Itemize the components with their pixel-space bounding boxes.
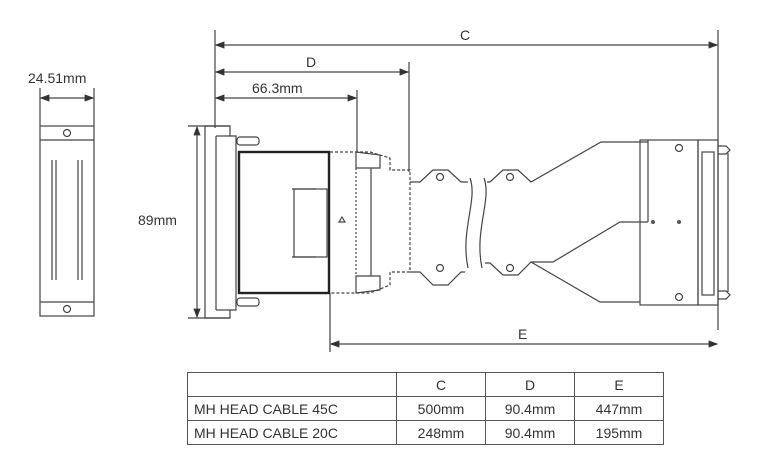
table-header-row: C D E (187, 372, 664, 397)
head-connector (204, 125, 411, 319)
table-row: MH HEAD CABLE 45C 500mm 90.4mm 447mm (187, 396, 664, 421)
table-cell: 447mm (574, 396, 664, 421)
table-header-cell: C (396, 372, 486, 397)
table-header-cell: D (485, 372, 575, 397)
offset-label: 66.3mm (252, 80, 303, 96)
c-label: C (460, 27, 470, 43)
table-cell: 500mm (396, 396, 486, 421)
table-cell: 248mm (396, 420, 486, 445)
table-header-cell: E (574, 372, 664, 397)
table-row: MH HEAD CABLE 20C 248mm 90.4mm 195mm (187, 420, 664, 445)
tail-connector (639, 139, 731, 306)
width-label: 24.51mm (28, 70, 86, 86)
table-cell: 90.4mm (485, 420, 575, 445)
side-view: 24.51mm (28, 70, 95, 317)
d-label: D (306, 54, 316, 70)
table-header-cell (187, 372, 397, 397)
table-cell: MH HEAD CABLE 20C (187, 420, 397, 445)
dimension-lines: 89mm C D 66.3mm E (138, 27, 719, 352)
height-label: 89mm (138, 212, 177, 228)
table-cell: MH HEAD CABLE 45C (187, 396, 397, 421)
cable (410, 141, 648, 303)
e-label: E (518, 326, 527, 342)
table-cell: 195mm (574, 420, 664, 445)
table-cell: 90.4mm (485, 396, 575, 421)
specs-table: C D E MH HEAD CABLE 45C 500mm 90.4mm 447… (187, 372, 664, 445)
